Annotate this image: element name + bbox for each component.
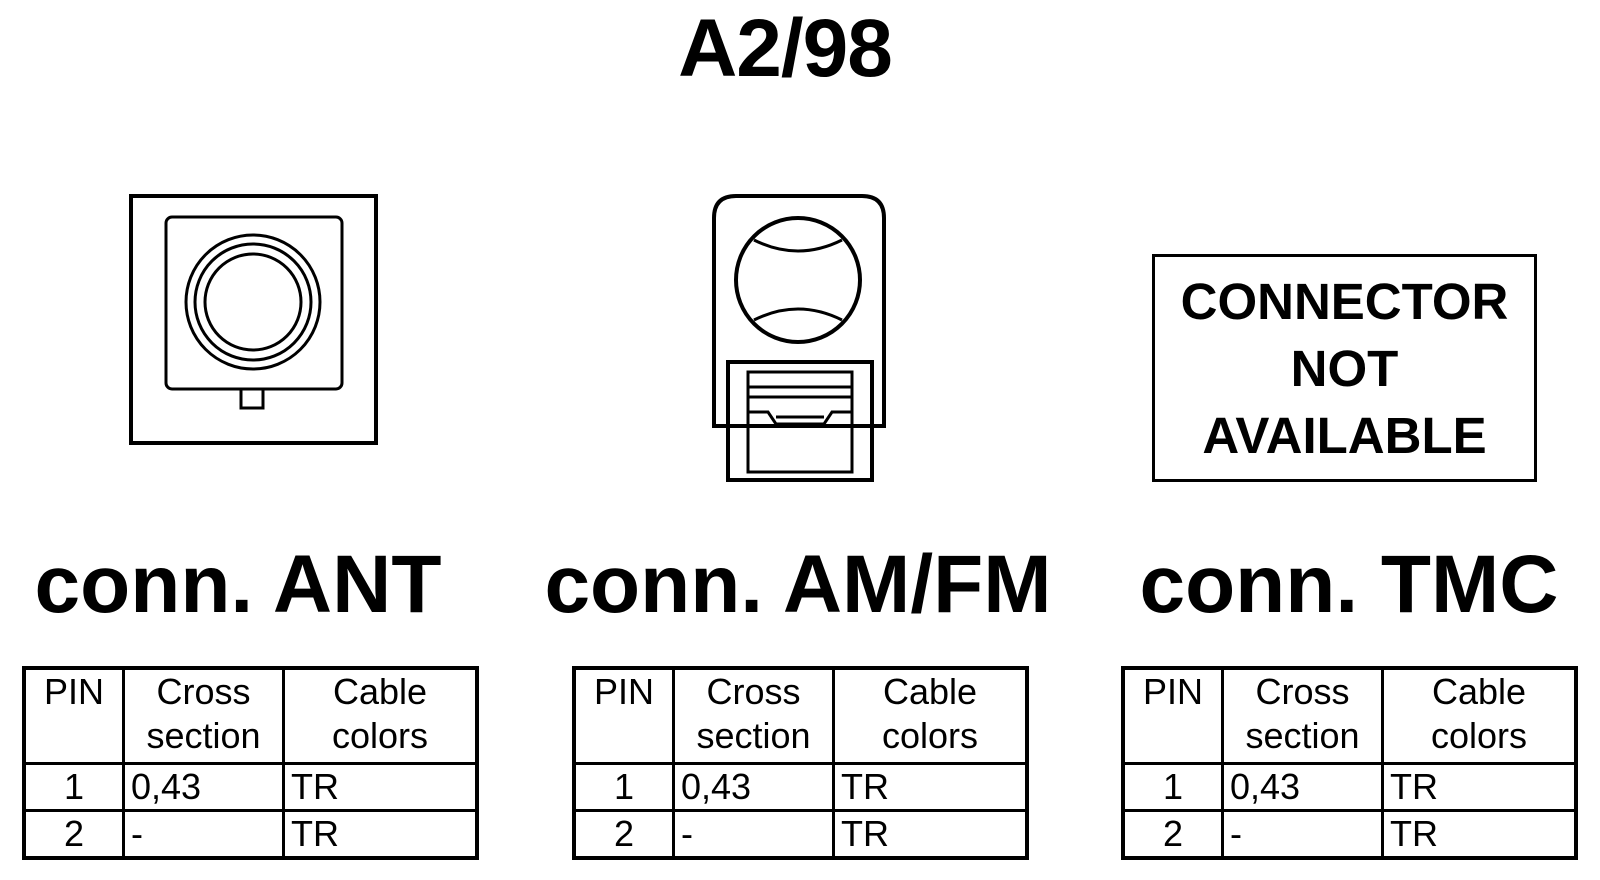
header-cable-colors: Cable colors — [1381, 666, 1578, 765]
ant-connector-drawing — [129, 194, 378, 445]
table-row: 1 0,43 TR — [22, 762, 479, 812]
header-pin: PIN — [572, 666, 675, 765]
header-cross-section: Cross section — [1221, 666, 1384, 765]
header-pin: PIN — [22, 666, 125, 765]
amfm-socket — [734, 216, 862, 344]
cable-color-value: TR — [282, 809, 479, 860]
table-header-row: PIN Cross section Cable colors — [1121, 666, 1578, 765]
table-row: 2 - TR — [572, 809, 1029, 860]
cross-section-value: - — [672, 809, 835, 860]
amfm-housing — [712, 194, 886, 428]
ant-ring-mid — [193, 242, 313, 362]
connector-label-amfm: conn. AM/FM — [544, 539, 1052, 630]
ant-outer-frame — [129, 194, 378, 445]
pin-table-tmc: PIN Cross section Cable colors 1 0,43 TR… — [1121, 666, 1578, 860]
header-cross-section: Cross section — [672, 666, 835, 765]
tmc-not-available-box: CONNECTOR NOT AVAILABLE — [1152, 254, 1537, 482]
connector-label-ant: conn. ANT — [34, 539, 442, 630]
amfm-latch-inner — [746, 370, 854, 474]
table-row: 1 0,43 TR — [572, 762, 1029, 812]
header-pin: PIN — [1121, 666, 1224, 765]
amfm-latch-tooth — [748, 410, 852, 426]
cross-section-value: - — [1221, 809, 1384, 860]
pin-table-ant: PIN Cross section Cable colors 1 0,43 TR… — [22, 666, 479, 860]
ant-key-tab — [239, 387, 265, 410]
connector-label-tmc: conn. TMC — [1139, 539, 1559, 630]
cross-section-value: 0,43 — [122, 762, 285, 812]
cable-color-value: TR — [1381, 809, 1578, 860]
table-row: 1 0,43 TR — [1121, 762, 1578, 812]
table-header-row: PIN Cross section Cable colors — [572, 666, 1029, 765]
header-cable-colors: Cable colors — [282, 666, 479, 765]
tmc-not-available-text: CONNECTOR NOT AVAILABLE — [1180, 272, 1509, 464]
header-cross-section: Cross section — [122, 666, 285, 765]
ant-ring-outer — [184, 233, 322, 371]
table-header-row: PIN Cross section Cable colors — [22, 666, 479, 765]
pin-number: 1 — [1121, 762, 1224, 812]
pin-number: 2 — [572, 809, 675, 860]
cable-color-value: TR — [282, 762, 479, 812]
pin-table-amfm: PIN Cross section Cable colors 1 0,43 TR… — [572, 666, 1029, 860]
diagram-title: A2/98 — [678, 3, 893, 94]
amfm-socket-key-bottom — [753, 307, 843, 322]
pin-number: 1 — [572, 762, 675, 812]
pin-number: 2 — [22, 809, 125, 860]
cable-color-value: TR — [832, 762, 1029, 812]
ant-ring-inner — [203, 252, 303, 352]
pin-number: 2 — [1121, 809, 1224, 860]
amfm-connector-drawing — [712, 194, 886, 482]
amfm-latch-outer — [726, 360, 874, 482]
cross-section-value: 0,43 — [672, 762, 835, 812]
table-row: 2 - TR — [22, 809, 479, 860]
header-cable-colors: Cable colors — [832, 666, 1029, 765]
amfm-socket-key-top — [753, 238, 843, 253]
cross-section-value: 0,43 — [1221, 762, 1384, 812]
cable-color-value: TR — [832, 809, 1029, 860]
cross-section-value: - — [122, 809, 285, 860]
table-row: 2 - TR — [1121, 809, 1578, 860]
pin-number: 1 — [22, 762, 125, 812]
cable-color-value: TR — [1381, 762, 1578, 812]
